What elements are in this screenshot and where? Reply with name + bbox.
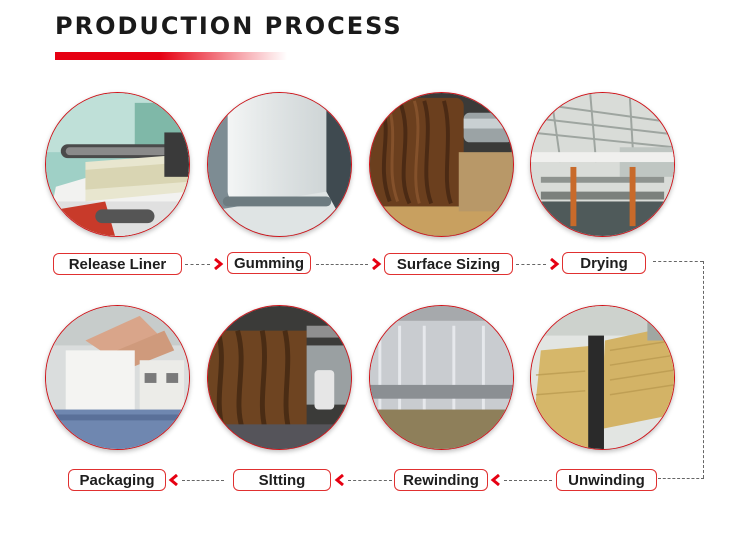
photo-rewinding — [369, 305, 514, 450]
connector-line — [516, 264, 546, 265]
connector-line — [182, 480, 224, 481]
step-label-surface-sizing: Surface Sizing — [384, 253, 513, 275]
step-label-gumming: Gumming — [227, 252, 311, 274]
photo-unwinding — [530, 305, 675, 450]
chevron-right-icon — [548, 258, 560, 270]
connector-line — [185, 264, 210, 265]
photo-surface-sizing — [369, 92, 514, 237]
page-title: PRODUCTION PROCESS — [55, 12, 403, 40]
connector-line — [658, 478, 704, 479]
chevron-left-icon — [334, 474, 346, 486]
photo-gumming — [207, 92, 352, 237]
connector-line — [653, 261, 703, 262]
connector-line — [348, 480, 392, 481]
chevron-left-icon — [490, 474, 502, 486]
photo-packaging — [45, 305, 190, 450]
step-label-rewinding: Rewinding — [394, 469, 488, 491]
connector-line — [504, 480, 552, 481]
step-label-slitting: Sltting — [233, 469, 331, 491]
title-underline — [55, 52, 287, 60]
photo-release-liner — [45, 92, 190, 237]
connector-line — [703, 261, 704, 478]
chevron-right-icon — [370, 258, 382, 270]
connector-line — [316, 264, 368, 265]
photo-drying — [530, 92, 675, 237]
step-label-drying: Drying — [562, 252, 646, 274]
step-label-packaging: Packaging — [68, 469, 166, 491]
step-label-release-liner: Release Liner — [53, 253, 182, 275]
chevron-left-icon — [168, 474, 180, 486]
chevron-right-icon — [212, 258, 224, 270]
step-label-unwinding: Unwinding — [556, 469, 657, 491]
photo-slitting — [207, 305, 352, 450]
